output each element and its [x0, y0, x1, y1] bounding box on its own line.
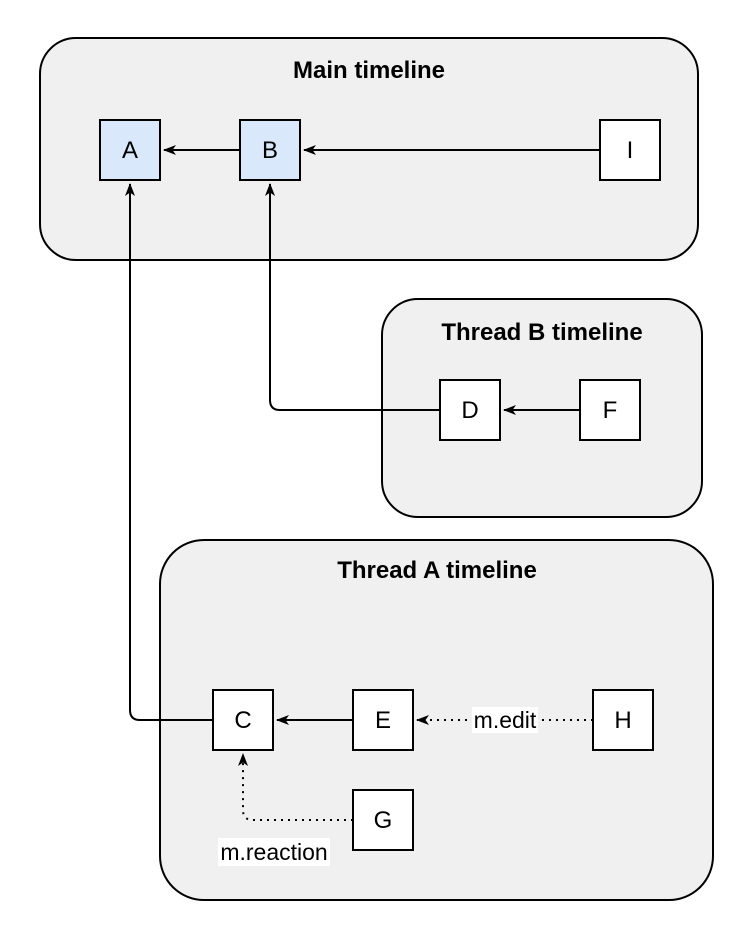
edge-label-bg-H-to-E [472, 707, 538, 733]
container-threadB [381, 298, 703, 518]
edge-D-to-B [265, 183, 440, 411]
edge-labels: m.edit m.reaction [218, 707, 538, 866]
edge-label-bg-G-to-C [218, 838, 330, 866]
node-E [352, 689, 414, 751]
node-label-C: C [234, 707, 251, 734]
node-label-D: D [461, 397, 478, 424]
edge-label-G-to-C: m.reaction [220, 839, 327, 865]
container-title-threadA: Thread A timeline [337, 557, 537, 584]
node-G [352, 789, 414, 851]
node-A [99, 119, 161, 181]
container-title-main: Main timeline [293, 57, 445, 84]
node-label-A: A [122, 137, 138, 164]
node-B [239, 119, 301, 181]
event-edges [125, 145, 600, 821]
node-label-E: E [375, 707, 391, 734]
node-label-B: B [262, 137, 278, 164]
node-I [599, 119, 661, 181]
node-H [592, 689, 654, 751]
node-F [579, 379, 641, 441]
container-title-threadB: Thread B timeline [441, 319, 642, 346]
node-label-F: F [603, 397, 618, 424]
node-C [212, 689, 274, 751]
node-D [439, 379, 501, 441]
node-label-H: H [614, 707, 631, 734]
edge-label-H-to-E: m.edit [474, 707, 537, 733]
event-nodes: A B I D F C E H G [99, 119, 661, 851]
node-label-G: G [374, 807, 393, 834]
edge-C-to-A [125, 183, 213, 721]
node-label-I: I [627, 137, 634, 164]
